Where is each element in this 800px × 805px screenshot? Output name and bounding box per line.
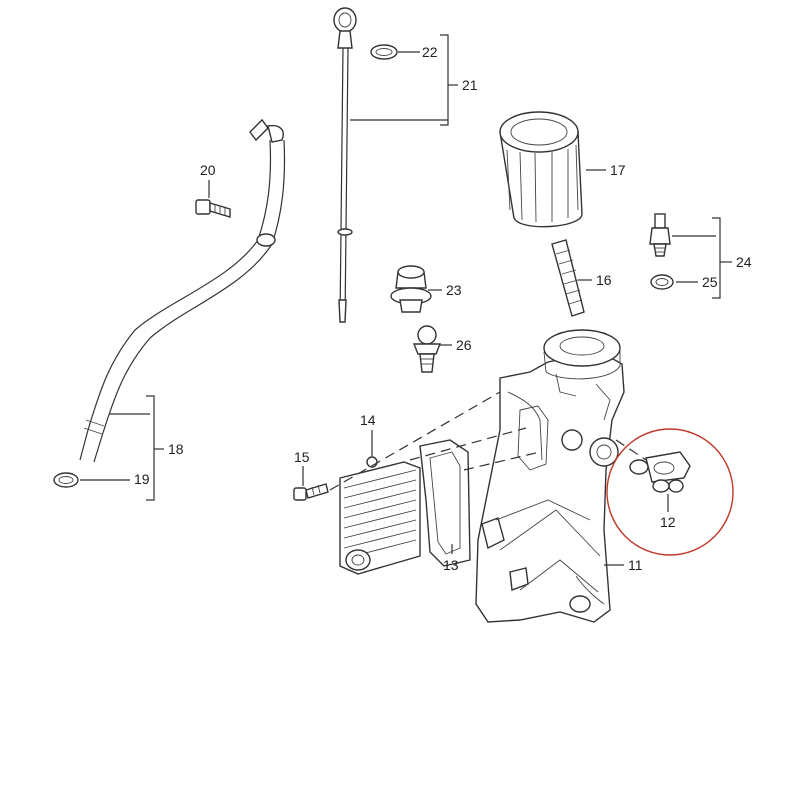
callout-24: 24 [736,254,752,270]
filter-element-standpipe [551,239,585,317]
callout-26: 26 [456,337,472,353]
dipstick-guide-tube [79,118,286,463]
callout-12: 12 [660,514,676,530]
oil-filter [499,111,583,228]
switch-seal-ring [650,274,674,290]
tube-bolt [195,199,231,218]
callout-18: 18 [168,441,184,457]
callout-14: 14 [360,412,376,428]
dipstick-seal-ring [370,44,398,60]
drain-plug [390,265,432,313]
cooler-gasket [419,439,471,567]
callout-17: 17 [610,162,626,178]
oil-filter-housing [475,329,625,623]
o-ring-seals [629,451,691,493]
callout-11: 11 [628,557,643,573]
assembly-guide-lines [329,391,647,491]
oil-cooler [339,456,421,575]
callout-15: 15 [294,449,310,465]
callout-19: 19 [134,471,150,487]
callout-22: 22 [422,44,438,60]
highlight-circle [606,428,734,556]
callout-25: 25 [702,274,718,290]
oil-pressure-switch [649,213,671,257]
ball-stud [412,325,442,373]
tube-seal-ring [53,472,79,488]
callout-21: 21 [462,77,478,93]
callout-20: 20 [200,162,216,178]
oil-dipstick [333,7,357,323]
callout-16: 16 [596,272,612,288]
callout-13: 13 [443,557,459,573]
cooler-bolt [293,483,329,501]
callout-23: 23 [446,282,462,298]
